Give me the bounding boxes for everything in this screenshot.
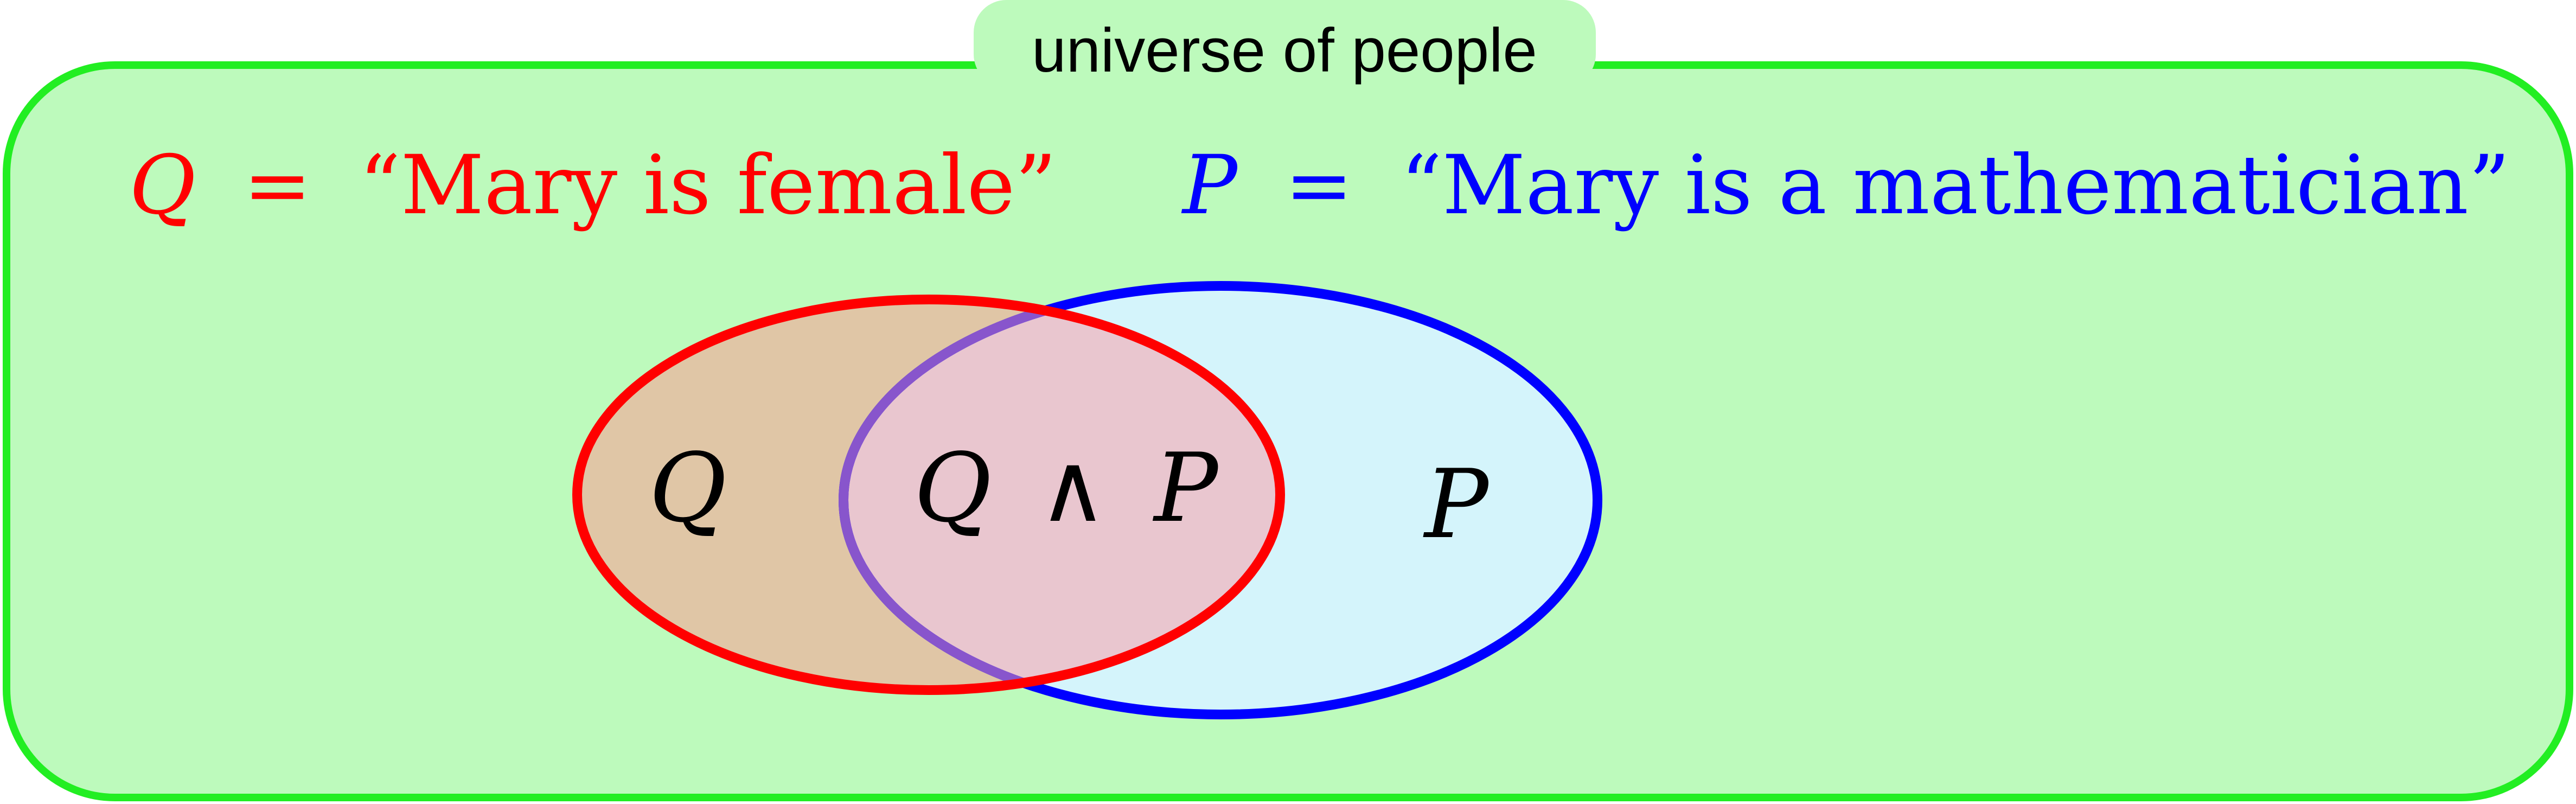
q-equals: =	[244, 138, 312, 233]
intersection-fill	[843, 299, 1280, 690]
intersection-label: Q ∧ P	[914, 433, 1220, 544]
universe-label: universe of people	[1032, 16, 1537, 85]
p-equals: =	[1285, 138, 1353, 233]
q-definition: Q = “Mary is female”	[129, 138, 1057, 233]
universe-label-tab	[974, 0, 1596, 87]
p-symbol: P	[1181, 138, 1239, 233]
p-only-label: P	[1423, 450, 1490, 560]
set-q-outline	[572, 295, 1285, 695]
q-symbol: Q	[129, 138, 196, 233]
p-statement: “Mary is a mathematician”	[1401, 138, 2510, 233]
intersection-outline	[839, 299, 1280, 690]
q-only-label: Q	[649, 433, 726, 544]
p-definition: P = “Mary is a mathematician”	[1181, 138, 2510, 233]
intersection-and-symbol: ∧	[1038, 433, 1108, 544]
intersection-p: P	[1153, 433, 1220, 544]
q-statement: “Mary is female”	[359, 138, 1057, 233]
intersection-q: Q	[914, 433, 992, 544]
